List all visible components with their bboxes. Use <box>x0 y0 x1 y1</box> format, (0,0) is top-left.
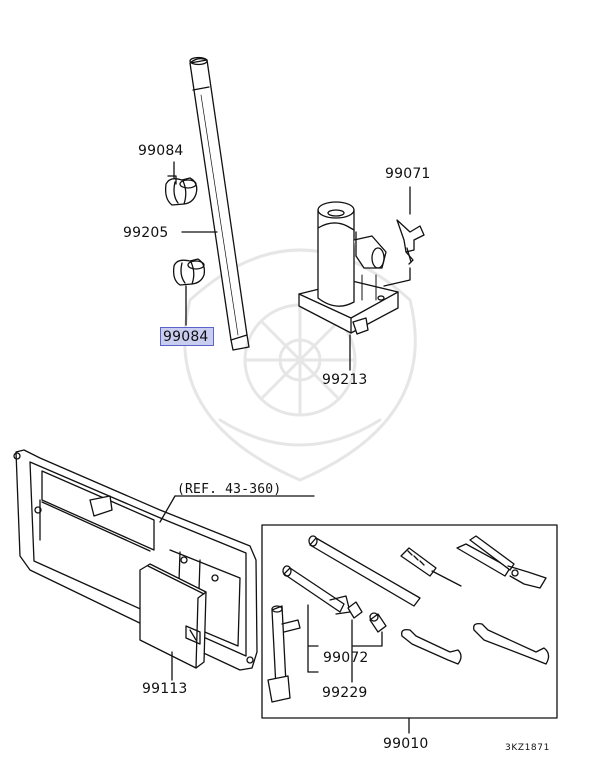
leader-line <box>159 495 176 523</box>
combination-wrench-part <box>473 622 550 665</box>
callout-cover: 99113 <box>142 681 188 697</box>
callout-clip-lower[interactable]: 99084 <box>160 327 214 346</box>
open-wrench-part <box>401 628 462 665</box>
callout-wrench-set: 99229 <box>322 685 368 701</box>
watermark-logo <box>183 248 417 482</box>
jack-bar-part <box>189 56 250 351</box>
callout-bar: 99205 <box>123 225 169 241</box>
pliers-part <box>456 535 547 589</box>
callout-jack: 99213 <box>322 372 368 388</box>
wing-bolt-part <box>396 219 425 265</box>
callout-wing-bolt: 99071 <box>385 166 431 182</box>
callout-tool-kit: 99010 <box>383 736 429 752</box>
extension-bar-part <box>282 565 351 615</box>
reference-note: (REF. 43-360) <box>177 482 282 497</box>
leader-line <box>383 267 411 287</box>
lug-wrench-part <box>267 605 301 703</box>
screwdriver-part <box>400 547 462 587</box>
leader-line <box>307 671 353 683</box>
callout-clip-upper: 99084 <box>138 143 184 159</box>
figure-code: 3KZ1871 <box>505 743 550 753</box>
cover-part <box>139 563 207 669</box>
bracket-lines <box>307 604 383 673</box>
clip-upper-part <box>164 175 198 206</box>
bottle-jack-part <box>298 201 399 335</box>
tool-rod-part <box>308 535 421 607</box>
clip-lower-part <box>172 258 206 286</box>
callout-adapter: 99072 <box>323 650 369 666</box>
small-adapter-part <box>347 601 387 633</box>
